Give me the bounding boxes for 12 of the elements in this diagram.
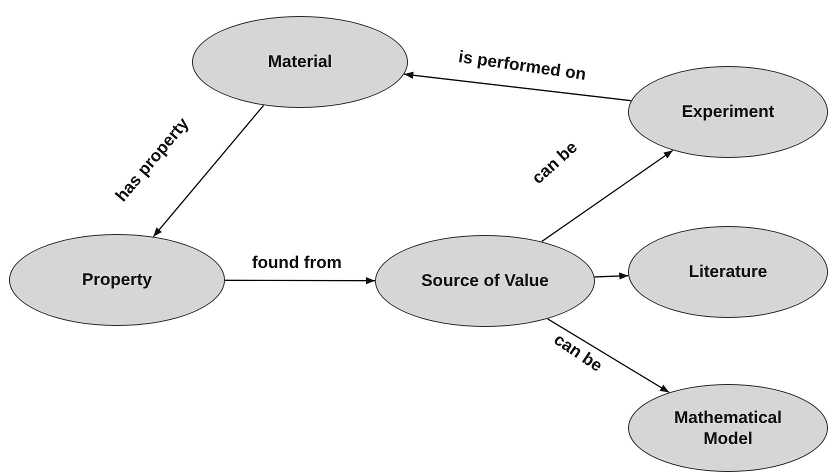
- arrow: [404, 72, 632, 102]
- arrow: [225, 277, 375, 284]
- arrow: [152, 104, 264, 238]
- node-label: Source of Value: [421, 270, 549, 292]
- node-label: Mathematical Model: [673, 406, 783, 450]
- arrow: [541, 150, 674, 242]
- node-label: Property: [82, 269, 152, 291]
- node-label: Material: [268, 51, 332, 73]
- arrow: [594, 272, 628, 280]
- node-label: Experiment: [682, 101, 774, 123]
- node-label: Literature: [688, 261, 768, 283]
- arrow: [547, 318, 670, 393]
